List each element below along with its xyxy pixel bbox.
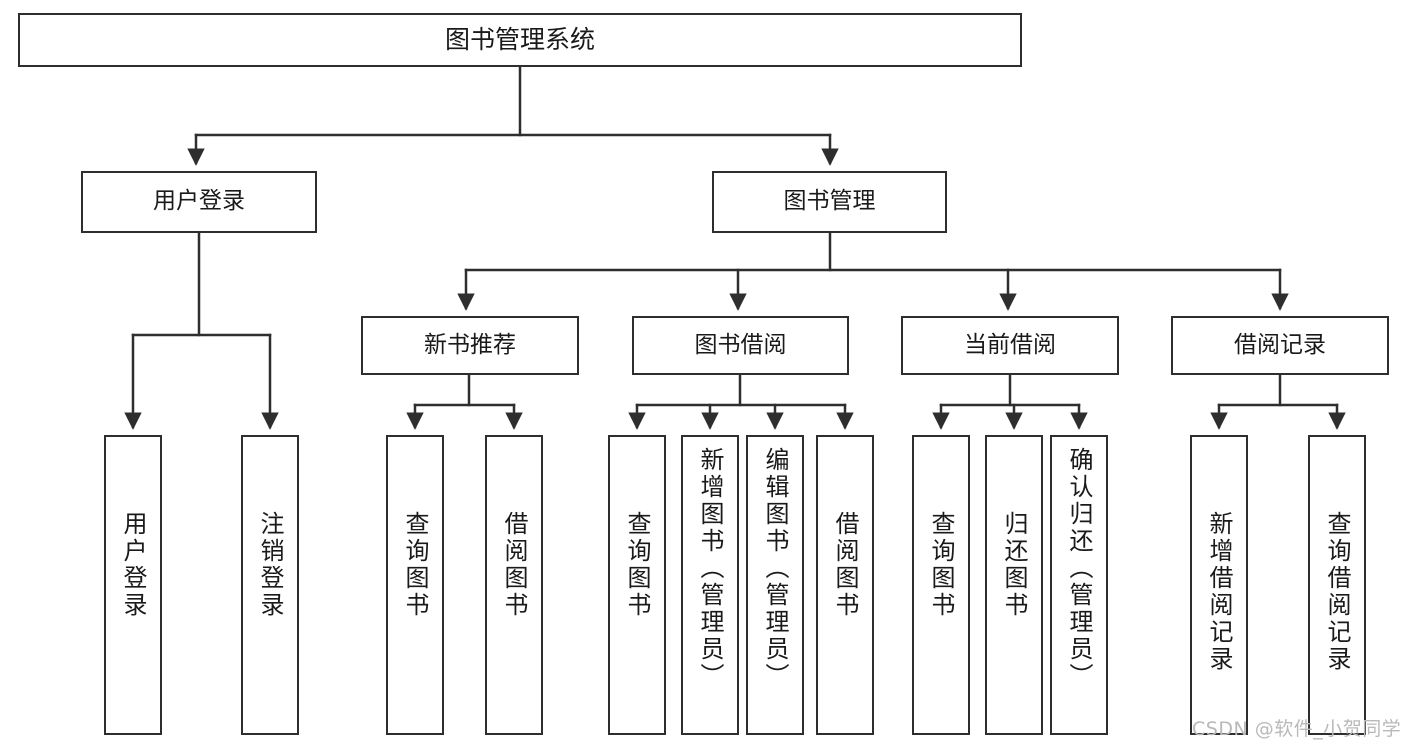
- node-leaf-query-record[interactable]: 查询借阅记录: [1308, 435, 1366, 735]
- node-leaf-borrow-book-2[interactable]: 借阅图书: [816, 435, 874, 735]
- node-leaf-edit-book[interactable]: 编辑图书（管理员）: [746, 435, 804, 735]
- node-leaf-confirm-return-label: 确认归还（管理员）: [1065, 447, 1093, 690]
- node-leaf-borrow-book-2-label: 借阅图书: [831, 511, 859, 619]
- node-user-login-label: 用户登录: [153, 188, 245, 215]
- node-new-book-recommend[interactable]: 新书推荐: [361, 316, 579, 375]
- node-leaf-user-login-label: 用户登录: [119, 511, 147, 619]
- node-leaf-edit-book-label: 编辑图书（管理员）: [761, 447, 789, 690]
- node-leaf-confirm-return[interactable]: 确认归还（管理员）: [1050, 435, 1108, 735]
- node-current-borrow-label: 当前借阅: [964, 331, 1056, 358]
- node-borrow-record-label: 借阅记录: [1234, 331, 1326, 358]
- node-leaf-borrow-book-1-label: 借阅图书: [500, 511, 528, 619]
- node-borrow-record[interactable]: 借阅记录: [1171, 316, 1389, 375]
- node-user-login[interactable]: 用户登录: [81, 171, 317, 233]
- node-new-book-recommend-label: 新书推荐: [424, 331, 516, 358]
- node-leaf-logout[interactable]: 注销登录: [241, 435, 299, 735]
- node-current-borrow[interactable]: 当前借阅: [901, 316, 1119, 375]
- node-leaf-query-book-3[interactable]: 查询图书: [912, 435, 970, 735]
- node-leaf-query-book-1-label: 查询图书: [401, 511, 429, 619]
- node-leaf-query-book-3-label: 查询图书: [927, 511, 955, 619]
- node-leaf-return-book-label: 归还图书: [1000, 511, 1028, 619]
- node-leaf-query-book-2[interactable]: 查询图书: [608, 435, 666, 735]
- node-leaf-borrow-book-1[interactable]: 借阅图书: [485, 435, 543, 735]
- node-leaf-add-book-label: 新增图书（管理员）: [696, 447, 724, 690]
- node-leaf-return-book[interactable]: 归还图书: [985, 435, 1043, 735]
- csdn-watermark: CSDN @软件_小贺同学: [1192, 718, 1402, 740]
- node-leaf-add-book[interactable]: 新增图书（管理员）: [681, 435, 739, 735]
- node-book-borrow-label: 图书借阅: [694, 331, 787, 358]
- node-book-manage-label: 图书管理: [783, 188, 876, 215]
- node-leaf-user-login[interactable]: 用户登录: [104, 435, 162, 735]
- node-leaf-add-record-label: 新增借阅记录: [1205, 511, 1233, 673]
- node-root-label: 图书管理系统: [444, 25, 595, 55]
- node-leaf-logout-label: 注销登录: [256, 511, 284, 619]
- node-root[interactable]: 图书管理系统: [18, 13, 1022, 67]
- node-leaf-add-record[interactable]: 新增借阅记录: [1190, 435, 1248, 735]
- node-leaf-query-book-2-label: 查询图书: [623, 511, 651, 619]
- node-book-manage[interactable]: 图书管理: [712, 171, 947, 233]
- node-leaf-query-book-1[interactable]: 查询图书: [386, 435, 444, 735]
- node-book-borrow[interactable]: 图书借阅: [632, 316, 849, 375]
- node-leaf-query-record-label: 查询借阅记录: [1323, 511, 1351, 673]
